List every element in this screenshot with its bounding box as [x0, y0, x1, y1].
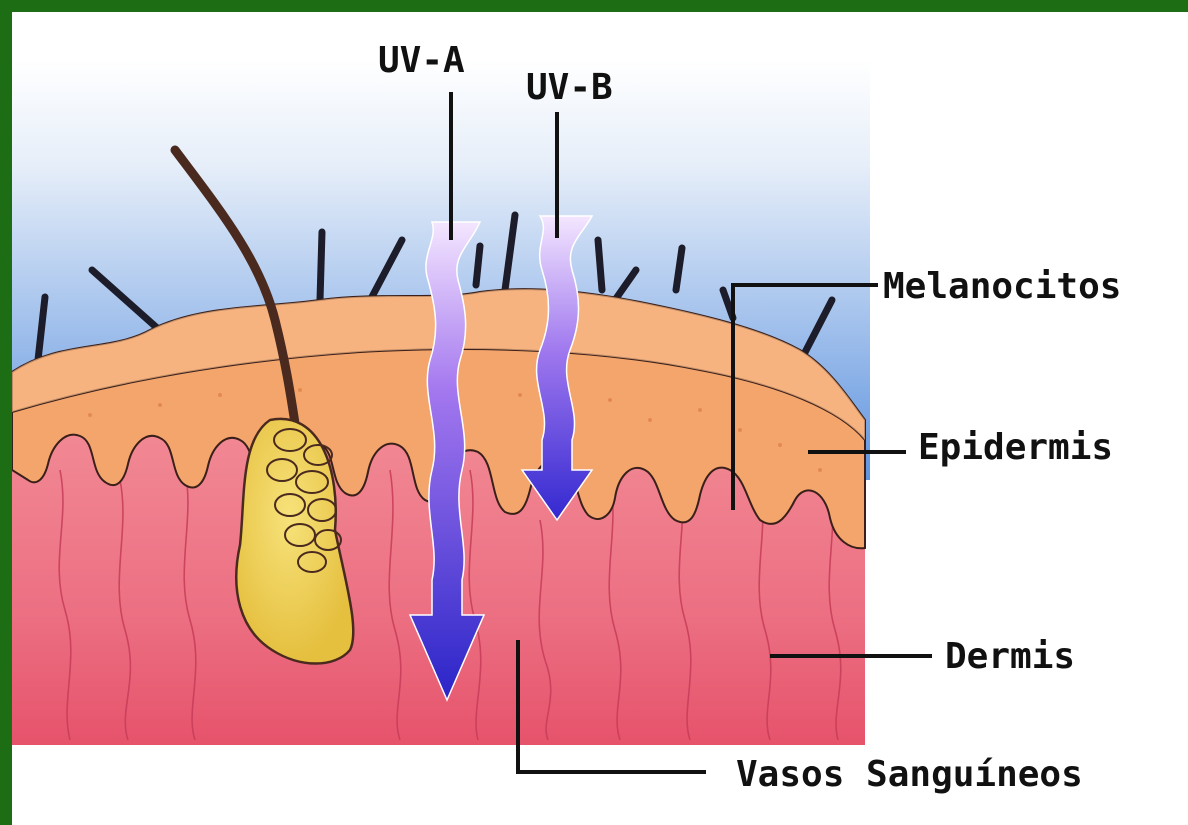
epidermis-label: Epidermis [918, 427, 1113, 468]
uva-label: UV-A [378, 40, 465, 81]
dermis-label: Dermis [945, 636, 1075, 677]
skin-uv-diagram: UV-A UV-B Melanocitos Epidermis Dermis V… [12, 12, 1188, 825]
diagram-frame: UV-A UV-B Melanocitos Epidermis Dermis V… [12, 12, 1188, 825]
vasos-sanguineos-label: Vasos Sanguíneos [736, 754, 1083, 795]
melanocitos-label: Melanocitos [883, 266, 1121, 307]
uvb-label: UV-B [526, 67, 613, 108]
